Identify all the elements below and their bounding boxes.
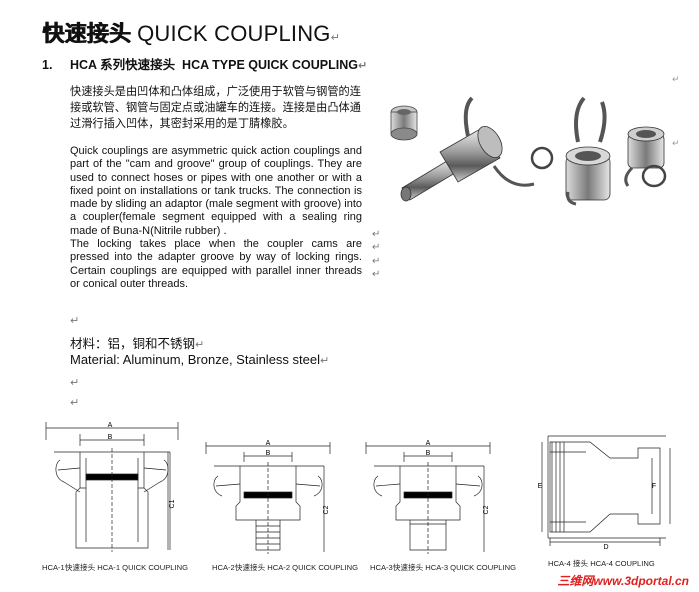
return-mark: ↵	[372, 268, 381, 280]
description-cn: 快速接头是由凹体和凸体组成，广泛使用于软管与钢管的连接或软管、钢管与固定点或油罐…	[70, 86, 361, 130]
return-mark: ↵	[357, 60, 368, 72]
drawing-hca-4: E F D	[538, 435, 671, 551]
section-number: 1.	[42, 58, 53, 72]
material-cn: 材料：铝，铜和不锈钢↵	[70, 337, 205, 351]
dimension-label: D	[603, 544, 608, 551]
drawing-caption: HCA-3快速接头 HCA-3 QUICK COUPLING	[370, 563, 516, 572]
page-title: 快速接头 QUICK COUPLING↵	[42, 16, 340, 48]
return-mark: ↵	[330, 32, 341, 44]
watermark: 三维网www.3dportal.cn	[557, 572, 689, 589]
drawing-caption: HCA-4 接头 HCA-4 COUPLING	[548, 559, 655, 568]
return-mark: ↵	[70, 397, 80, 409]
drawing-hca-3: A B C2	[365, 440, 491, 554]
page-title-en: QUICK COUPLING	[137, 21, 331, 46]
watermark-cn: 三维网	[557, 574, 594, 588]
dimension-label: C2	[323, 505, 330, 514]
return-mark: ↵	[320, 355, 330, 367]
section-heading: 1. HCA 系列快速接头 HCA TYPE QUICK COUPLING↵	[42, 54, 367, 73]
description-en: Quick couplings are asymmetric quick act…	[70, 145, 362, 291]
return-mark: ↵	[372, 255, 381, 267]
description-en-paragraph-2: The locking takes place when the coupler…	[70, 238, 362, 290]
dimension-label: A	[426, 440, 431, 447]
description-en-paragraph-1: Quick couplings are asymmetric quick act…	[70, 145, 362, 237]
section-title-cn: HCA 系列快速接头	[70, 58, 176, 72]
margin-mark: ↵	[672, 138, 680, 148]
dimension-label: E	[538, 483, 543, 490]
return-mark: ↵	[195, 339, 205, 351]
dimension-label: C2	[483, 505, 490, 514]
dimension-label: B	[108, 434, 113, 441]
male-adapter	[624, 126, 667, 188]
dimension-label: B	[426, 450, 431, 457]
dimension-label: F	[652, 483, 656, 490]
drawing-hca-1: A B C1	[45, 422, 179, 552]
dust-plug	[390, 105, 418, 141]
drawing-caption: HCA-1快速接头 HCA-1 QUICK COUPLING	[42, 563, 188, 572]
material-en: Material: Aluminum, Bronze, Stainless st…	[70, 352, 330, 367]
dimension-label: A	[108, 422, 113, 429]
return-mark: ↵	[70, 315, 80, 327]
page-title-cn: 快速接头	[42, 21, 131, 46]
section-title-en: HCA TYPE QUICK COUPLING	[182, 58, 358, 72]
product-photo	[390, 96, 667, 206]
drawing-hca-2: A B C2	[205, 440, 331, 554]
return-mark: ↵	[70, 377, 80, 389]
watermark-url: www.3dportal.cn	[593, 574, 689, 588]
dimension-label: B	[266, 450, 271, 457]
return-mark: ↵	[372, 242, 381, 254]
drawing-caption: HCA-2快速接头 HCA-2 QUICK COUPLING	[212, 563, 358, 572]
margin-mark: ↵	[672, 74, 680, 84]
dimension-label: C1	[169, 499, 176, 508]
coupler-with-hose-tail	[400, 96, 554, 202]
return-mark: ↵	[372, 229, 381, 240]
female-coupler	[565, 96, 611, 206]
dimension-label: A	[266, 440, 271, 447]
return-marks-column: ↵ ↵ ↵ ↵	[372, 228, 380, 281]
